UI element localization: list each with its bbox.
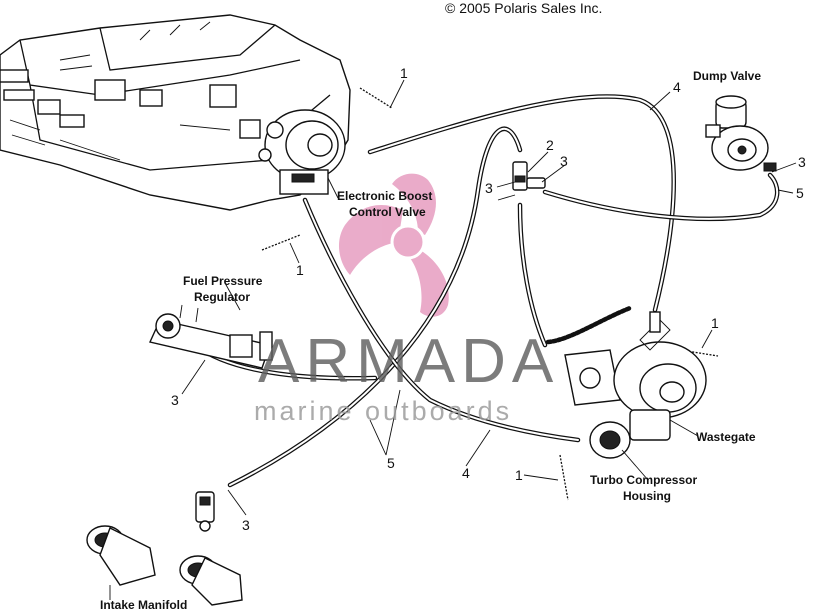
watermark-brand: ARMADA <box>258 327 559 396</box>
callout-3-tee-right: 3 <box>560 153 568 169</box>
hose-5-tee-loop <box>227 126 523 488</box>
callout-5-bottom: 5 <box>387 455 395 471</box>
callout-2: 2 <box>546 137 554 153</box>
label-boost-valve-line2: Control Valve <box>349 205 426 219</box>
fastener-bottom <box>559 454 569 501</box>
fastener-top <box>359 87 393 109</box>
label-fuel-regulator-line1: Fuel Pressure <box>183 274 263 288</box>
callout-1-fuel: 1 <box>296 262 304 278</box>
intake-manifold <box>86 525 243 606</box>
hose-4-lower <box>302 197 581 443</box>
callout-1-top: 1 <box>400 65 408 81</box>
label-fuel-regulator-line2: Regulator <box>194 290 250 304</box>
label-turbo-line2: Housing <box>623 489 671 503</box>
callout-1-bottom: 1 <box>515 467 523 483</box>
callout-4-bottom: 4 <box>462 465 470 481</box>
fastener-fuel <box>261 234 301 251</box>
label-wastegate: Wastegate <box>696 430 756 444</box>
leader-lines <box>109 79 797 600</box>
pressure-sensor <box>195 491 215 532</box>
label-turbo-line1: Turbo Compressor <box>590 473 697 487</box>
callout-1-turbo: 1 <box>711 315 719 331</box>
callout-3-dump: 3 <box>798 154 806 170</box>
hose-5-tee-down <box>517 202 548 348</box>
label-intake-manifold: Intake Manifold <box>100 598 187 610</box>
hose-5-dump <box>542 172 780 222</box>
fuel-pressure-regulator <box>149 304 273 369</box>
callout-3-fuel: 3 <box>171 392 179 408</box>
dump-valve <box>705 95 777 172</box>
label-dump-valve: Dump Valve <box>693 69 761 83</box>
callout-3-bottom: 3 <box>242 517 250 533</box>
engine-block <box>0 14 351 211</box>
turbo-assembly <box>564 311 707 459</box>
label-boost-valve-line1: Electronic Boost <box>337 189 432 203</box>
copyright: © 2005 Polaris Sales Inc. <box>445 0 602 16</box>
callout-4-top: 4 <box>673 79 681 95</box>
hose-4-upper <box>367 94 676 313</box>
callout-5-dump: 5 <box>796 185 804 201</box>
callout-3-tee-left: 3 <box>485 180 493 196</box>
watermark-tagline: marine outboards <box>254 396 512 426</box>
hose-turbo-braided <box>545 305 633 345</box>
tee-fitting <box>512 161 546 191</box>
